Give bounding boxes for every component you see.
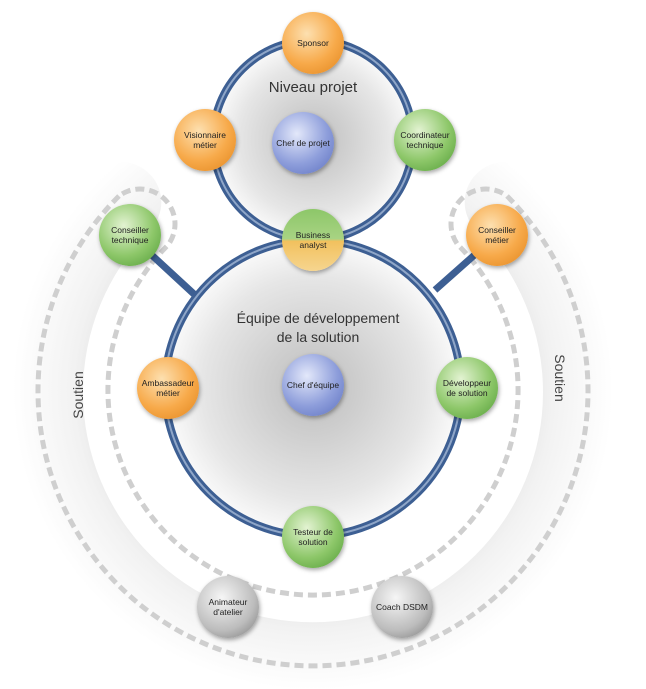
- soutien-left-label: Soutien: [70, 371, 86, 419]
- node-label: Testeur de solution: [293, 527, 333, 547]
- node-sponsor[interactable]: Sponsor: [282, 12, 344, 74]
- node-business-analyst[interactable]: Business analyst: [282, 209, 344, 271]
- node-label: Animateur d'atelier: [208, 597, 248, 617]
- node-label: Chef d'équipe: [286, 380, 340, 390]
- node-label: Conseiller technique: [111, 225, 149, 245]
- node-conseiller-technique[interactable]: Conseiller technique: [99, 204, 161, 266]
- niveau-projet-label: Niveau projet: [268, 79, 358, 96]
- node-label: Chef de projet: [276, 138, 330, 148]
- support-dashed-outline: [35, 186, 591, 669]
- node-animateur-atelier[interactable]: Animateur d'atelier: [197, 576, 259, 638]
- equipe-label-line1: Équipe de développement: [236, 310, 400, 326]
- node-label: Coordinateur technique: [400, 130, 450, 150]
- node-label: Business analyst: [295, 230, 331, 250]
- node-label: Visionnaire métier: [184, 130, 226, 150]
- node-coordinateur-technique[interactable]: Coordinateur technique: [394, 109, 456, 171]
- node-visionnaire-metier[interactable]: Visionnaire métier: [174, 109, 236, 171]
- node-testeur-solution[interactable]: Testeur de solution: [282, 506, 344, 568]
- node-label: Coach DSDM: [376, 602, 428, 612]
- node-label: Ambassadeur métier: [141, 378, 195, 398]
- soutien-right-label: Soutien: [552, 354, 568, 402]
- node-label: Conseiller métier: [478, 225, 516, 245]
- support-band: [8, 162, 618, 689]
- node-ambassadeur-metier[interactable]: Ambassadeur métier: [137, 357, 199, 419]
- node-label: Sponsor: [297, 38, 329, 48]
- node-chef-de-projet[interactable]: Chef de projet: [272, 112, 334, 174]
- node-conseiller-metier[interactable]: Conseiller métier: [466, 204, 528, 266]
- node-developpeur-solution[interactable]: Développeur de solution: [436, 357, 498, 419]
- node-label: Développeur de solution: [442, 378, 492, 398]
- equipe-label-line2: de la solution: [276, 329, 360, 345]
- node-coach-dsdm[interactable]: Coach DSDM: [371, 576, 433, 638]
- node-chef-equipe[interactable]: Chef d'équipe: [282, 354, 344, 416]
